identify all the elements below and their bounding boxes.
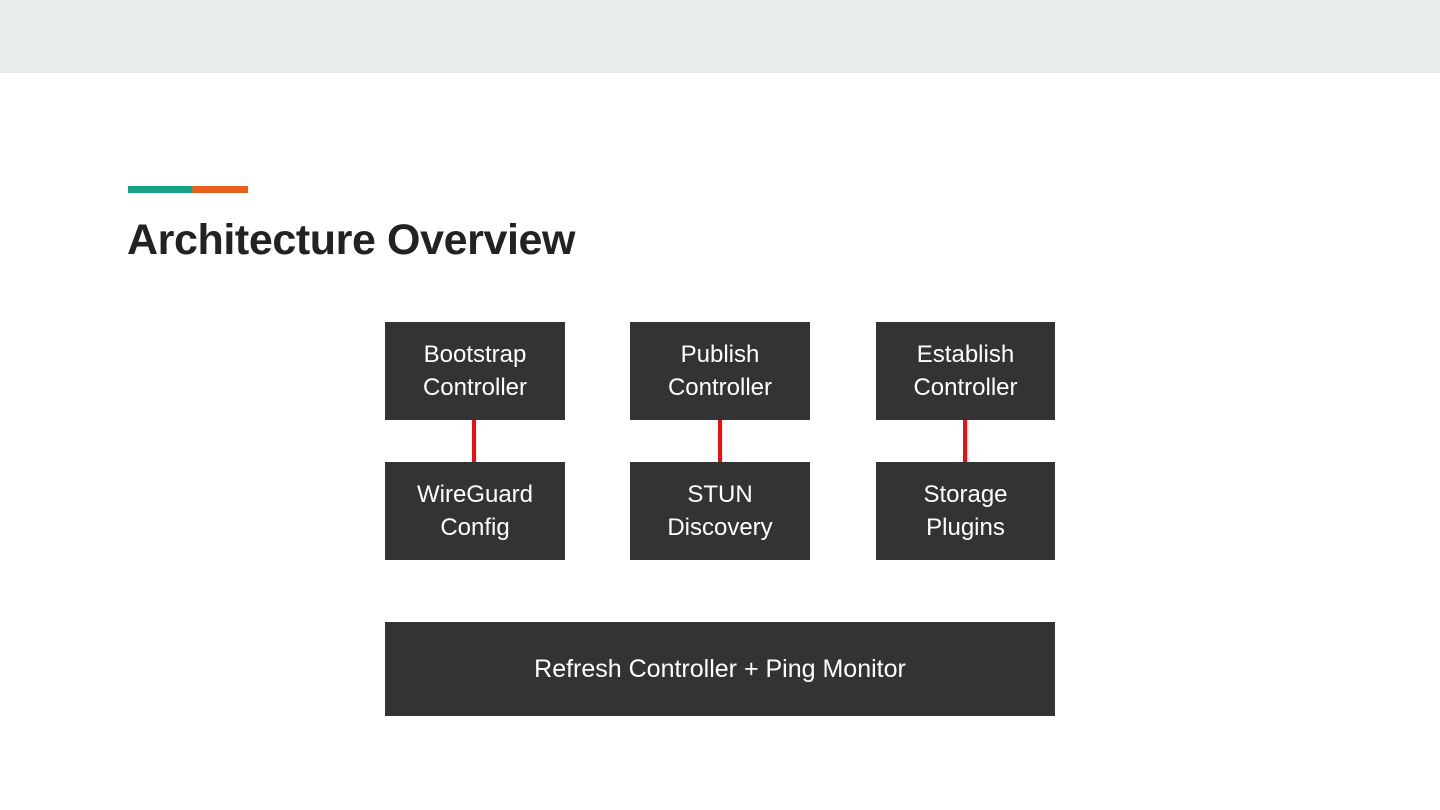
architecture-diagram: Bootstrap Controller WireGuard Config Pu… [0,73,1440,810]
page-title: Architecture Overview [127,216,576,264]
top-decorative-band [0,0,1440,73]
accent-segment-orange [192,186,248,193]
node-establish-controller[interactable]: Establish Controller [876,322,1055,420]
connector-column-3 [963,420,967,462]
node-label: WireGuard Config [416,481,534,541]
node-label: Refresh Controller + Ping Monitor [534,655,906,683]
node-label: Establish Controller [913,341,1018,401]
node-storage-plugins[interactable]: Storage Plugins [876,462,1055,560]
node-label: STUN Discovery [667,481,773,541]
node-wireguard-config[interactable]: WireGuard Config [385,462,565,560]
node-bootstrap-controller[interactable]: Bootstrap Controller [385,322,565,420]
title-accent-rule [128,186,248,193]
accent-segment-teal [128,186,192,193]
connector-column-1 [472,420,476,462]
node-publish-controller[interactable]: Publish Controller [630,322,810,420]
node-label: Publish Controller [667,341,773,401]
node-label: Bootstrap Controller [422,341,528,401]
slide-body: Architecture Overview Bootstrap Controll… [0,73,1440,810]
node-label: Storage Plugins [923,481,1008,541]
connector-column-2 [718,420,722,462]
node-refresh-controller-ping-monitor[interactable]: Refresh Controller + Ping Monitor [385,622,1055,716]
node-stun-discovery[interactable]: STUN Discovery [630,462,810,560]
